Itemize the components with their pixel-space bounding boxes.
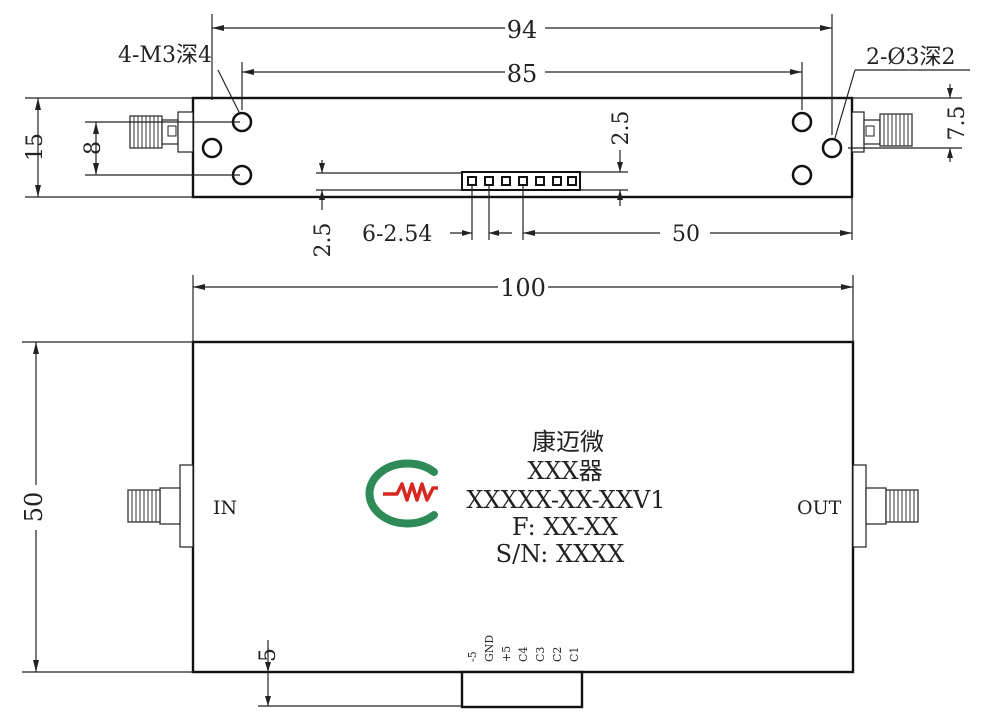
dim-2-5-left-label: 2.5	[311, 223, 336, 258]
dim-2-5-right-label: 2.5	[609, 111, 634, 146]
dimension-8: 8	[81, 121, 240, 176]
pin-label: GND	[483, 635, 496, 662]
left-sma-connector-top	[129, 111, 194, 153]
pin-holes-label: 2-Ø3深2	[866, 45, 955, 70]
port-in-label: IN	[213, 497, 237, 519]
dim-100-label: 100	[500, 274, 546, 302]
mounting-hole-leader: 4-M3深4	[118, 43, 241, 115]
dimension-100: 100	[192, 274, 854, 342]
pin-labels: -5 GND +5 C4 C3 C2 C1	[466, 635, 581, 662]
dim-5-label: 5	[256, 648, 281, 662]
company-logo	[365, 459, 438, 528]
dim-15-label: 15	[23, 133, 48, 161]
dimension-50-front: 50	[20, 341, 193, 673]
pin-header-top	[461, 171, 581, 191]
pin-label: C3	[534, 647, 547, 662]
serial-number: S/N: XXXX	[496, 540, 625, 568]
dimension-pin-pitch: 6-2.54	[362, 185, 512, 247]
bottom-connector-tab	[460, 670, 584, 709]
pin-label: +5	[500, 646, 513, 662]
right-sma-connector-front	[852, 464, 919, 548]
front-view-body	[191, 340, 855, 674]
pin-label: -5	[466, 651, 479, 662]
company-name: 康迈微	[532, 428, 604, 456]
dimension-85: 85	[241, 60, 803, 110]
dimension-5: 5	[256, 640, 462, 707]
pin-label: C4	[517, 647, 530, 662]
right-sma-connector-top	[851, 111, 913, 153]
pin-label: C1	[568, 647, 581, 662]
dim-50-top-label: 50	[672, 222, 700, 247]
pin-label: C2	[551, 647, 564, 662]
front-view: 100 50 5 康迈微 XXX器 XXXXX-XX	[20, 274, 919, 709]
dim-94-label: 94	[507, 16, 538, 44]
left-sma-connector-front	[127, 464, 194, 548]
dim-85-label: 85	[507, 60, 538, 88]
mounting-holes-label: 4-M3深4	[118, 43, 212, 68]
dimension-2-5-right: 2.5	[580, 111, 634, 206]
dimension-50-top: 50	[522, 185, 853, 247]
dim-7-5-label: 7.5	[945, 106, 970, 141]
port-out-label: OUT	[797, 497, 842, 519]
device-name: XXX器	[527, 457, 602, 485]
dimension-15: 15	[23, 97, 193, 198]
dimension-7-5: 7.5	[848, 84, 970, 162]
pin-hole-leader: 2-Ø3深2	[834, 45, 970, 139]
dim-8-label: 8	[81, 141, 106, 155]
dimension-94: 94	[211, 14, 833, 135]
dimension-2-5-left: 2.5	[311, 160, 462, 258]
dim-50-front-label: 50	[20, 492, 48, 523]
frequency-label: F: XX-XX	[512, 513, 618, 541]
pin-pitch-label: 6-2.54	[362, 222, 432, 247]
top-view: 94 85 4-M3深4 2-Ø3深2	[23, 14, 970, 258]
model-number: XXXXX-XX-XXV1	[466, 486, 665, 514]
